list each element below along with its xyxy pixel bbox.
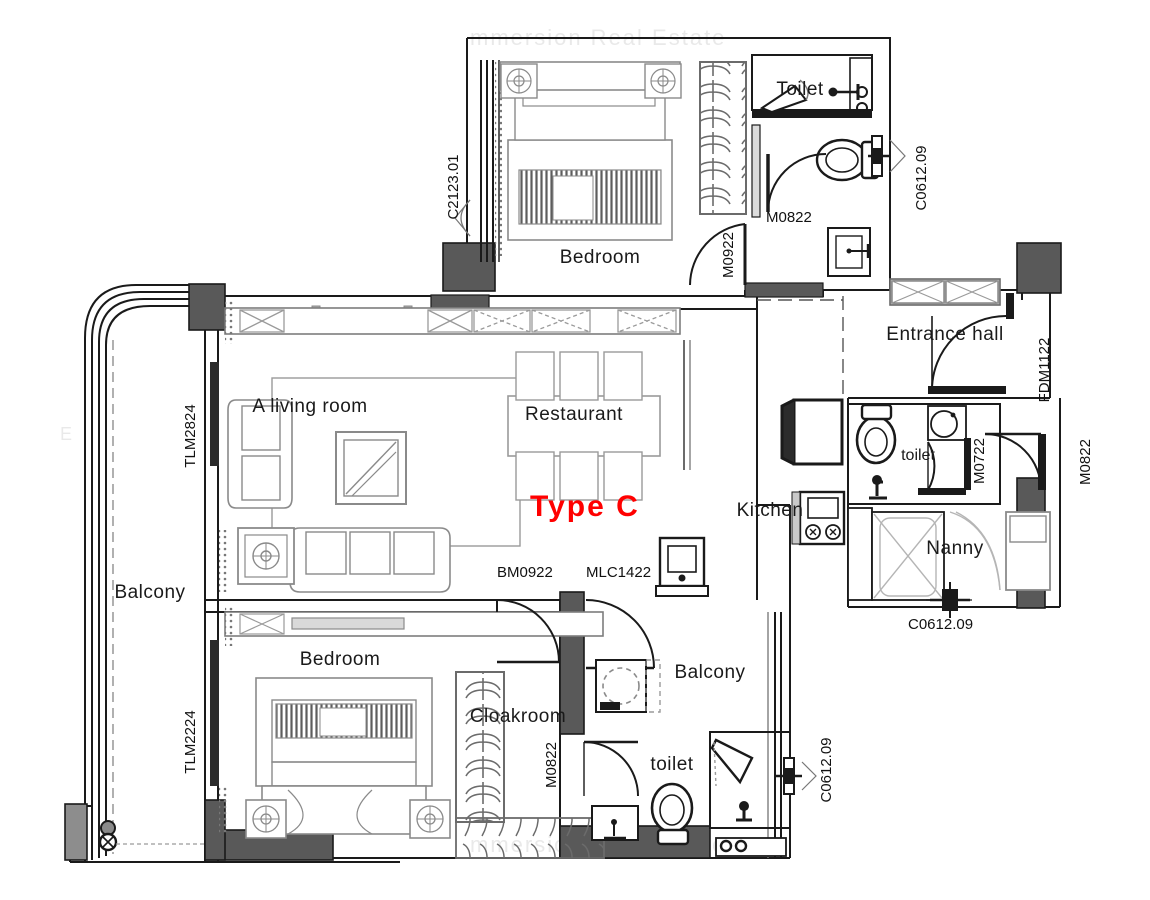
column-living-top bbox=[188, 283, 226, 331]
door-m0922 bbox=[689, 223, 747, 286]
window-c2123 bbox=[454, 60, 502, 262]
label-toilet-nanny: toilet bbox=[901, 447, 935, 464]
code-m0722: M0722 bbox=[971, 438, 988, 484]
code-c0612-09-low: C0612.09 bbox=[818, 737, 835, 802]
bed-master bbox=[499, 61, 682, 241]
balcony-left-group bbox=[98, 340, 227, 854]
code-m0822-top: M0822 bbox=[766, 209, 812, 226]
label-toilet-master: Toilet bbox=[776, 79, 824, 100]
cabinet-entrance bbox=[889, 278, 1001, 306]
second-toilet-group bbox=[591, 731, 817, 857]
label-bedroom-second: Bedroom bbox=[300, 649, 381, 670]
code-m0822-cloak: M0822 bbox=[543, 742, 560, 788]
entrance-hall-group bbox=[757, 278, 1014, 398]
wardrobe-cloakroom bbox=[455, 671, 505, 823]
code-m0922: M0922 bbox=[720, 232, 737, 278]
code-tlm2824: TLM2824 bbox=[182, 404, 199, 467]
label-restaurant: Restaurant bbox=[525, 404, 623, 425]
label-living-room: A living room bbox=[252, 396, 367, 417]
label-balcony-right: Balcony bbox=[674, 662, 745, 683]
master-toilet-group bbox=[751, 54, 906, 277]
fridge bbox=[792, 398, 844, 466]
wc-master bbox=[815, 138, 880, 182]
label-entrance-hall: Entrance hall bbox=[886, 324, 1003, 345]
nanny-toilet-group bbox=[847, 403, 1001, 505]
wall-bedroom-bottom bbox=[744, 282, 824, 298]
code-labels: C2123.01 M0922 M0822 C0612.09 FDM1122 M0… bbox=[182, 145, 1094, 802]
cloakroom-group bbox=[455, 599, 655, 859]
plan-type-title: Type C bbox=[530, 490, 640, 523]
column-balcony-corner bbox=[64, 803, 88, 861]
label-bedroom-master: Bedroom bbox=[560, 247, 641, 268]
code-c0612-09-top: C0612.09 bbox=[913, 145, 930, 210]
label-cloakroom: Cloakroom bbox=[470, 706, 566, 727]
code-tlm2224: TLM2224 bbox=[182, 710, 199, 773]
window-tlm2224 bbox=[210, 640, 219, 786]
code-fdm1122: FDM1122 bbox=[1036, 338, 1053, 403]
cabinet-band-top bbox=[224, 300, 681, 344]
shoe-rack-cloakroom bbox=[455, 817, 605, 859]
dining-group bbox=[507, 340, 691, 501]
wardrobe-master bbox=[699, 61, 747, 215]
label-balcony-left: Balcony bbox=[114, 582, 185, 603]
window-tlm2824 bbox=[210, 362, 219, 466]
armchair-living bbox=[227, 399, 293, 509]
room-labels: Bedroom Toilet A living room Restaurant … bbox=[114, 79, 1003, 775]
watermark-left: E bbox=[60, 424, 74, 444]
sofa-living bbox=[289, 527, 451, 593]
code-m0822-right: M0822 bbox=[1077, 439, 1094, 485]
code-bm0922: BM0922 bbox=[497, 564, 553, 581]
nanny-room-group bbox=[926, 432, 1051, 618]
code-mlc1422: MLC1422 bbox=[586, 564, 651, 581]
label-kitchen: Kitchen bbox=[737, 500, 804, 521]
kitchen-group bbox=[655, 398, 945, 601]
code-c2123-01: C2123.01 bbox=[445, 154, 462, 219]
window-marker-c0612-low bbox=[774, 757, 817, 795]
column-entrance-right bbox=[1016, 242, 1062, 294]
living-room-group bbox=[227, 305, 521, 593]
second-bedroom-group bbox=[224, 606, 604, 839]
plan-drawing: mmersion Real Estate mmersion Real Estat… bbox=[60, 25, 1094, 863]
balcony-right-group bbox=[595, 612, 769, 858]
window-marker-c0612-mid bbox=[926, 582, 974, 618]
label-toilet-second: toilet bbox=[650, 754, 693, 775]
master-bedroom-group bbox=[454, 60, 747, 286]
code-c0612-09-mid: C0612.09 bbox=[908, 616, 973, 633]
label-nanny-room: Nanny bbox=[926, 538, 983, 559]
side-table-living bbox=[237, 527, 295, 585]
window-marker-c0612-top bbox=[868, 135, 906, 177]
